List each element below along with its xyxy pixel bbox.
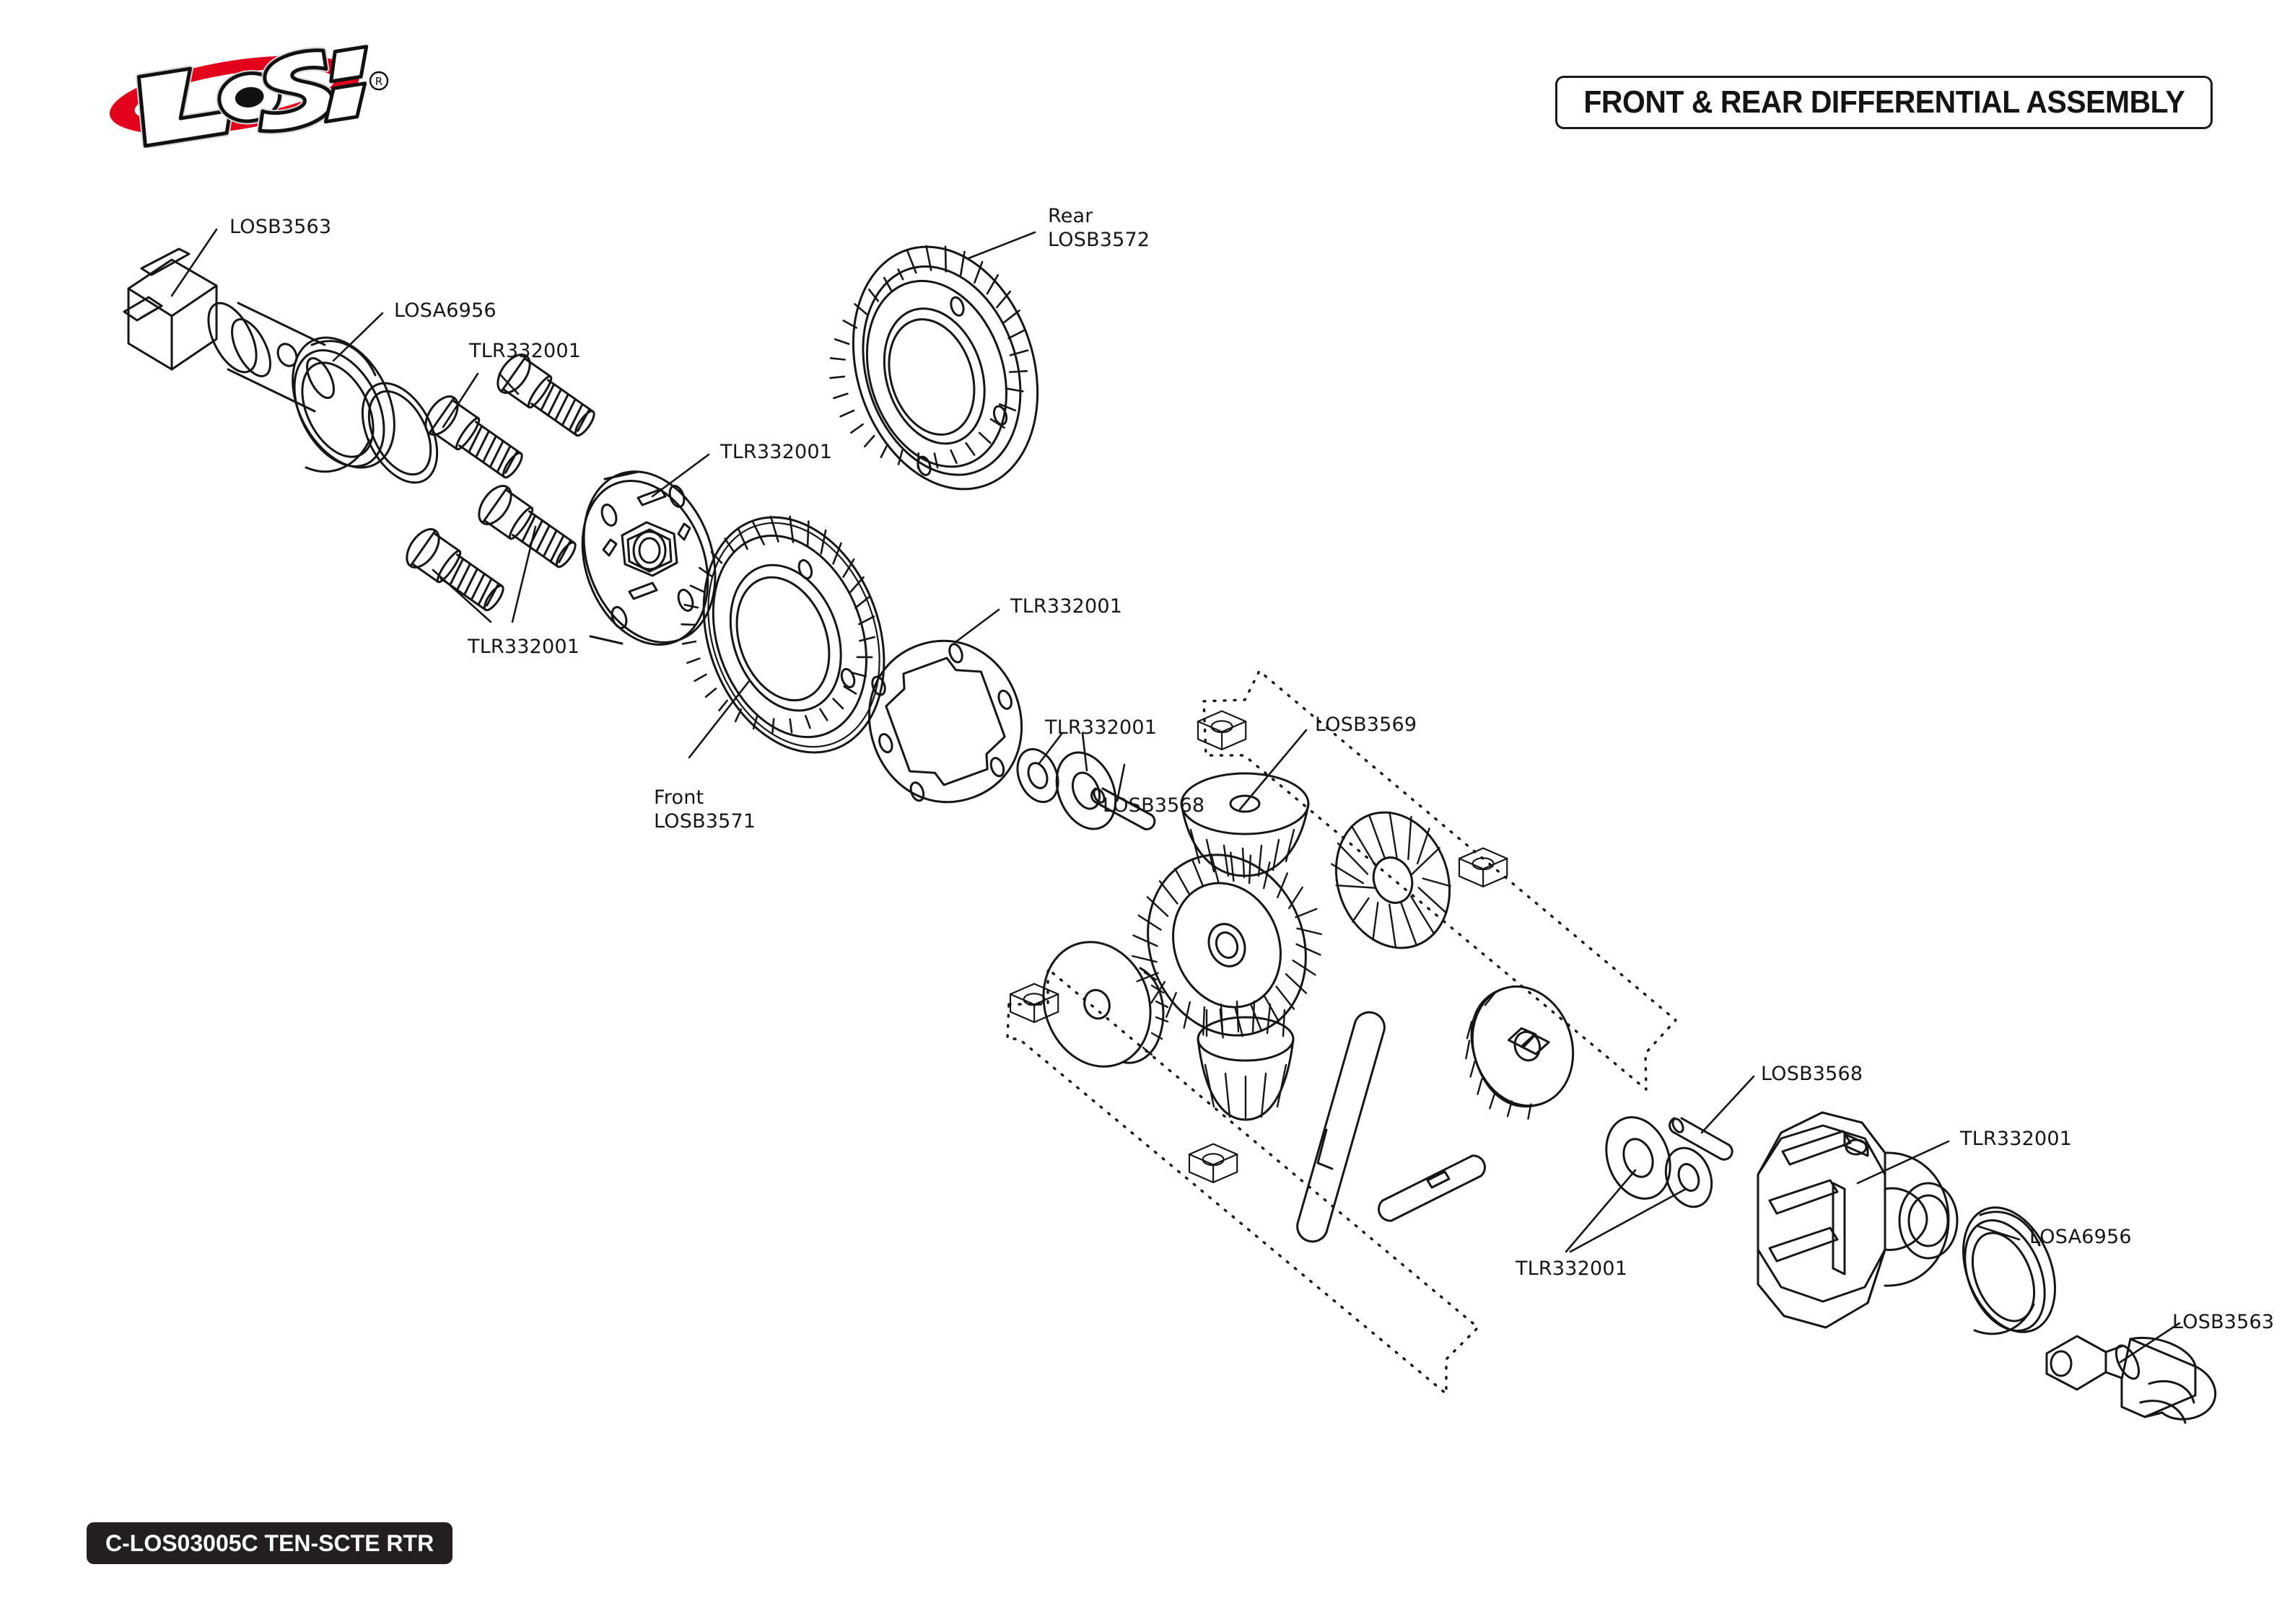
svg-text:R: R [375,75,382,88]
cube-nut-right [1458,847,1508,887]
part-losb3563-lower [2045,1335,2217,1424]
callout-rear-gear-heading: Rear [1048,205,1093,227]
callout-losb3568-lower: LOSB3568 [1761,1063,1863,1085]
callout-tlr332001-screws-lower: TLR332001 [468,636,580,658]
callout-rear-gear: Rear LOSB3572 [1048,205,1150,253]
bevel-side-gear-top [1180,772,1310,879]
bevel-pinion-right [1465,985,1575,1120]
sheet-code: C-LOS03005C TEN-SCTE RTR [105,1529,434,1556]
callout-losb3568-centre: LOSB3568 [1103,794,1205,817]
callout-tlr332001-washers-lower: TLR332001 [1516,1257,1628,1280]
losi-logo: R [87,43,397,148]
bevel-side-gear-bottom [1197,1000,1295,1121]
callout-front-gear: Front LOSB3571 [654,786,756,834]
page-title-box: FRONT & REAR DIFFERENTIAL ASSEMBLY [1555,76,2213,129]
callout-tlr332001-screws-upper: TLR332001 [469,340,582,362]
callout-losb3569: LOSB3569 [1315,714,1417,736]
part-losb3568-pin-lower [1669,1117,1733,1161]
callout-front-gear-part: LOSB3571 [654,809,756,833]
callout-losb3563-upper: LOSB3563 [229,216,332,238]
part-losb3572-rear-ring-gear [829,245,1039,491]
leader-lines [170,228,2181,1364]
part-losb3563-upper [123,247,335,413]
callout-tlr332001-washers-centre: TLR332001 [1045,716,1158,739]
callout-tlr332001-cover: TLR332001 [720,441,833,463]
bevel-gear-large-left [1131,851,1323,1039]
part-diff-shim-ring [868,639,1023,804]
callout-rear-gear-part: LOSB3572 [1048,228,1150,251]
part-diff-housing [1757,1111,1959,1329]
callout-losa6956-lower: LOSA6956 [2029,1226,2132,1248]
part-losb3568-pin-centre [1090,787,1156,830]
output-shaft [1296,1011,1386,1243]
bevel-side-gear-right [1331,811,1451,949]
part-tlr332001-screws-upper [418,348,603,487]
callout-losb3563-lower: LOSB3563 [2172,1311,2274,1333]
part-tlr332001-washers-lower [1605,1116,1713,1208]
callout-front-gear-heading: Front [654,786,704,809]
callout-tlr332001-shim-ring: TLR332001 [1010,595,1123,618]
part-losa6956-lower [1962,1206,2056,1335]
registered-trademark-icon: R [369,71,389,91]
part-losa6956-upper [292,336,439,484]
part-tlr332001-screws-lower [399,479,584,620]
page-title: FRONT & REAR DIFFERENTIAL ASSEMBLY [1583,84,2185,120]
cube-nut-left [1009,983,1059,1023]
callout-losa6956-upper: LOSA6956 [394,299,497,322]
callout-tlr332001-housing: TLR332001 [1960,1128,2073,1150]
bevel-side-gear-left [1042,941,1169,1068]
sheet-code-badge: C-LOS03005C TEN-SCTE RTR [87,1522,453,1564]
part-tlr332001-washers-centre [1016,747,1117,830]
group-boundary-lower [1006,967,1479,1395]
part-diff-cover-plate [581,470,717,646]
part-losb3569-diff-gear-set [1009,710,1575,1243]
cube-nut-bottom [1188,1143,1238,1183]
group-boundary-upper [1202,670,1677,1091]
part-losb3571-front-ring-gear [681,515,885,754]
cross-shaft [1378,1154,1486,1222]
